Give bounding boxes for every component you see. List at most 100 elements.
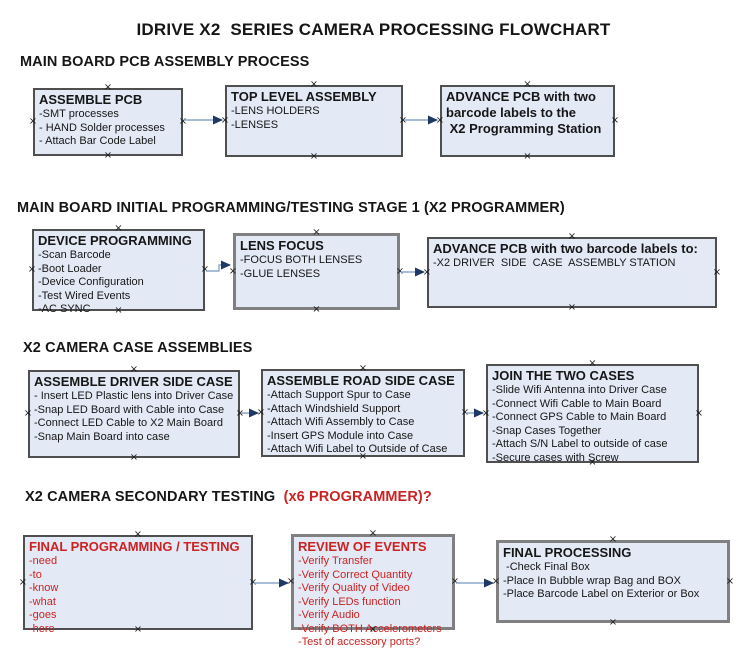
- section-header-text: MAIN BOARD INITIAL PROGRAMMING/TESTING S…: [17, 200, 565, 216]
- box-item: -Boot Loader: [38, 262, 102, 275]
- box-title: REVIEW OF EVENTS: [298, 539, 427, 554]
- connector-handle-icon: ×: [103, 82, 113, 93]
- box-item: - HAND Solder processes: [39, 121, 165, 134]
- connector-handle-icon: ×: [200, 264, 210, 275]
- box-item: -here: [29, 622, 55, 635]
- box-item: -FOCUS BOTH LENSES: [240, 254, 363, 266]
- section-header-case-assemblies: X2 CAMERA CASE ASSEMBLIES: [23, 340, 252, 356]
- box-title: FINAL PROCESSING: [503, 545, 632, 560]
- section-header-initial-programming: MAIN BOARD INITIAL PROGRAMMING/TESTING S…: [17, 200, 565, 216]
- connector-arrow: [206, 260, 231, 272]
- section-header-text: X2 CAMERA SECONDARY TESTING: [25, 489, 284, 505]
- box-item: -Attach Support Spur to Case: [267, 389, 411, 401]
- flow-box-device-programming: DEVICE PROGRAMMING-Scan Barcode-Boot Loa…: [32, 229, 205, 315]
- flow-box-join-the-two-cases: JOIN THE TWO CASES-Slide Wifi Antenna in…: [486, 364, 699, 464]
- connector-handle-icon: ×: [523, 151, 532, 162]
- box-title: ADVANCE PCB with two barcode labels to t…: [446, 89, 602, 136]
- box-item: -Device Configuration: [38, 276, 144, 288]
- connector-handle-icon: ×: [312, 227, 321, 238]
- box-title: DEVICE PROGRAMMING: [38, 233, 192, 248]
- connector-handle-icon: ×: [133, 529, 143, 540]
- box-item: -Insert GPS Module into Case: [267, 429, 414, 442]
- box-item: -Connect GPS Cable to Main Board: [492, 411, 667, 423]
- box-item: -Test of accessory ports?: [298, 636, 421, 648]
- flowchart-title: IDRIVE X2 SERIES CAMERA PROCESSING FLOWC…: [136, 20, 611, 39]
- connector-handle-icon: ×: [114, 223, 123, 234]
- box-item: -Verify Quality of Video: [298, 582, 410, 594]
- connector-handle-icon: ×: [368, 528, 378, 539]
- flow-box-lens-focus: LENS FOCUS-FOCUS BOTH LENSES-GLUE LENSES: [233, 233, 400, 310]
- box-item: -Snap LED Board with Cable into Case: [34, 403, 225, 416]
- connector-handle-icon: ×: [725, 575, 735, 587]
- box-item: -Slide Wifi Antenna into Driver Case: [492, 384, 667, 396]
- flow-box-final-processing: FINAL PROCESSING -Check Final Box -Place …: [496, 540, 730, 623]
- connector-handle-icon: ×: [309, 151, 319, 162]
- section-header-text: MAIN BOARD PCB ASSEMBLY PROCESS: [20, 54, 310, 70]
- connector-handle-icon: ×: [23, 408, 33, 419]
- box-title: JOIN THE TWO CASES: [492, 368, 635, 383]
- box-item: -Connect Wifi Cable to Main Board: [492, 397, 662, 410]
- connector-handle-icon: ×: [235, 408, 245, 419]
- box-item: -goes: [29, 609, 57, 621]
- box-item: -Secure cases with Screw: [492, 451, 619, 464]
- box-item: -Attach S/N Label to outside of case: [492, 438, 668, 450]
- connector-handle-icon: ×: [610, 115, 620, 126]
- connector-handle-icon: ×: [256, 407, 266, 418]
- box-item: -X2 DRIVER SIDE CASE ASSEMBLY STATION: [433, 257, 676, 269]
- box-item: -to: [29, 568, 42, 581]
- box-item: - Attach Bar Code Label: [39, 135, 156, 147]
- box-item: -Test Wired Events: [38, 289, 131, 302]
- connector-handle-icon: ×: [18, 576, 28, 588]
- box-title: ASSEMBLE PCB: [39, 92, 143, 107]
- connector-handle-icon: ×: [395, 265, 405, 277]
- box-title: LENS FOCUS: [240, 238, 324, 253]
- flow-box-final-programming-testing: FINAL PROGRAMMING / TESTING-need-to-know…: [23, 535, 253, 635]
- box-title: ASSEMBLE ROAD SIDE CASE: [267, 373, 455, 388]
- connector-handle-icon: ×: [129, 364, 139, 375]
- connector-handle-icon: ×: [398, 115, 408, 126]
- connector-handle-icon: ×: [133, 624, 143, 635]
- connector-handle-icon: ×: [114, 305, 123, 316]
- box-item: -Check Final Box: [503, 561, 590, 573]
- connector-handle-icon: ×: [608, 617, 618, 628]
- connector-handle-icon: ×: [309, 79, 319, 90]
- flow-box-advance-pcb-to-driver-case-station: ADVANCE PCB with two barcode labels to:-…: [427, 237, 717, 308]
- box-item: -Attach Wifi Assembly to Case: [267, 416, 415, 428]
- connector-handle-icon: ×: [368, 624, 378, 635]
- box-item: -Scan Barcode: [38, 249, 111, 261]
- connector-handle-icon: ×: [422, 266, 432, 278]
- box-title: TOP LEVEL ASSEMBLY: [231, 89, 377, 104]
- connector-handle-icon: ×: [103, 150, 113, 161]
- box-item: -Snap Cases Together: [492, 424, 602, 437]
- box-item: -Snap Main Board into case: [34, 430, 170, 443]
- flow-box-assemble-pcb: ASSEMBLE PCB-SMT processes- HAND Solder …: [33, 88, 183, 156]
- section-header-text: (x6 PROGRAMMER)?: [283, 489, 432, 505]
- flow-box-top-level-assembly: TOP LEVEL ASSEMBLY-LENS HOLDERS-LENSES: [225, 85, 403, 157]
- box-item: -Connect LED Cable to X2 Main Board: [34, 417, 223, 429]
- connector-handle-icon: ×: [450, 576, 460, 587]
- connector-handle-icon: ×: [178, 116, 188, 127]
- box-item: -Verify Transfer: [298, 555, 373, 567]
- connector-handle-icon: ×: [286, 576, 296, 587]
- box-title: ADVANCE PCB with two barcode labels to:: [433, 241, 698, 256]
- connector-handle-icon: ×: [28, 116, 38, 127]
- connector-handle-icon: ×: [588, 358, 597, 369]
- box-item: -what: [29, 595, 56, 608]
- connector-handle-icon: ×: [460, 407, 470, 418]
- box-item: -SMT processes: [39, 108, 119, 120]
- connector-handle-icon: ×: [358, 451, 368, 462]
- connector-handle-icon: ×: [312, 304, 321, 315]
- box-title: FINAL PROGRAMMING / TESTING: [29, 539, 240, 554]
- box-item: -Attach Windshield Support: [267, 402, 401, 415]
- connector-handle-icon: ×: [248, 576, 258, 588]
- connector-handle-icon: ×: [220, 115, 230, 126]
- connector-handle-icon: ×: [712, 266, 722, 278]
- box-item: -Attach Wifi Label to Outside of Case: [267, 443, 448, 455]
- box-item: -LENSES: [231, 118, 279, 131]
- connector-handle-icon: ×: [588, 457, 597, 468]
- flow-box-assemble-driver-side-case: ASSEMBLE DRIVER SIDE CASE- Insert LED Pl…: [28, 370, 240, 458]
- connector-handle-icon: ×: [481, 407, 491, 419]
- flow-box-advance-pcb-to-programming-station: ADVANCE PCB with two barcode labels to t…: [440, 85, 615, 157]
- connector-handle-icon: ×: [27, 264, 37, 275]
- box-item: -Place Barcode Label on Exterior or Box: [503, 588, 700, 600]
